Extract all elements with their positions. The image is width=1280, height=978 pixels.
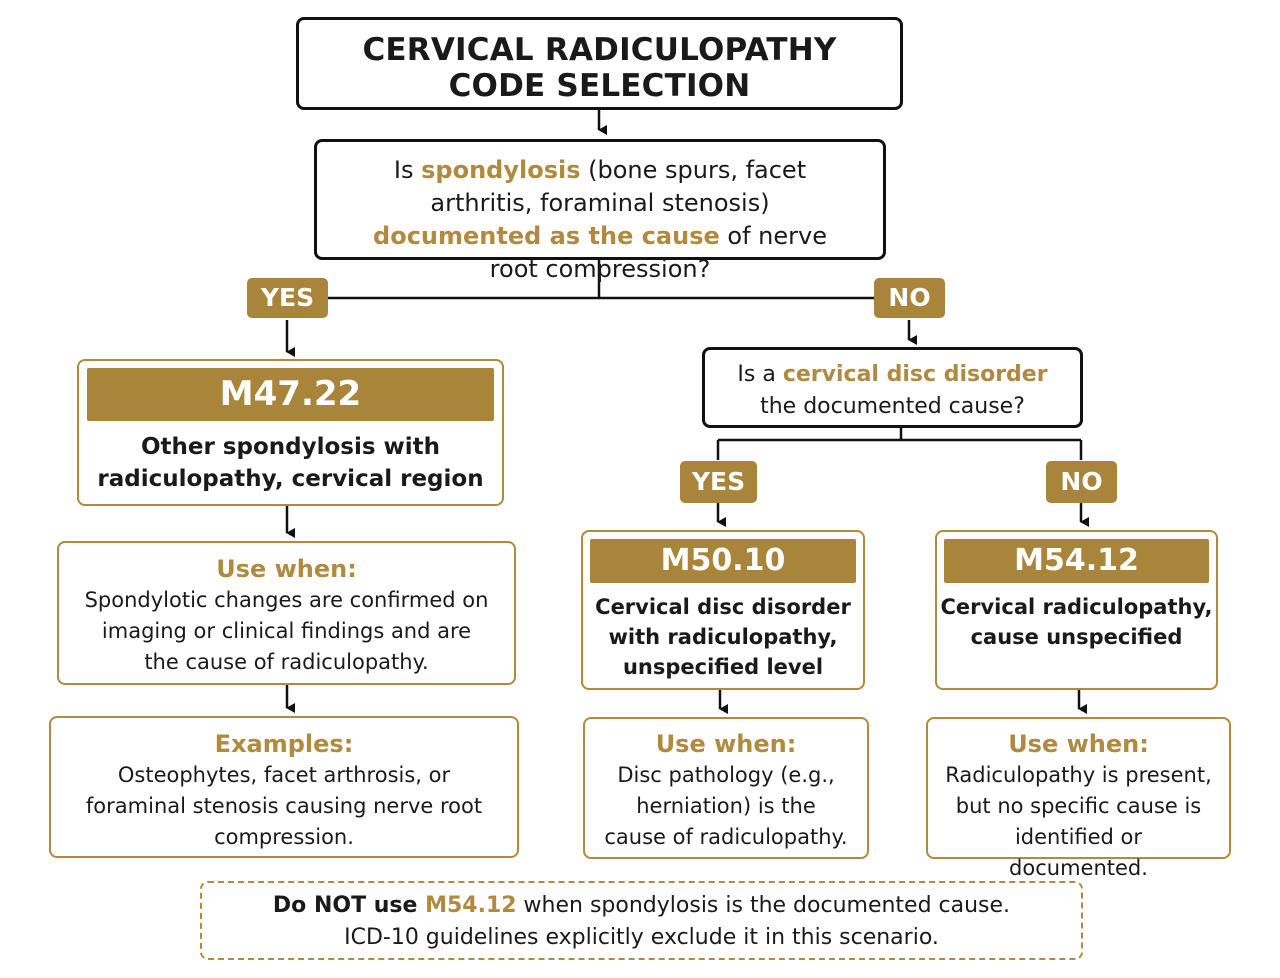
code-band-m4722: M47.22 (87, 368, 494, 421)
use-when-m5010: Use when: Disc pathology (e.g., herniati… (583, 717, 869, 859)
q1-text-2: (bone spurs, facet arthritis, foraminal … (430, 156, 807, 217)
warning-note: Do NOT use M54.12 when spondylosis is th… (200, 881, 1083, 960)
note-code: M54.12 (425, 893, 517, 918)
yes-label-q1: YES (247, 278, 328, 318)
q2-text-2: the documented cause? (760, 394, 1025, 419)
q1-text-3: of nerve root compression? (489, 222, 827, 283)
m5412-desc-line2: cause unspecified (970, 625, 1183, 649)
code-band-m5412: M54.12 (944, 539, 1209, 583)
code-box-m5412: M54.12 Cervical radiculopathy, cause uns… (935, 530, 1218, 690)
code-desc-m4722: Other spondylosis with radiculopathy, ce… (79, 431, 502, 495)
use-when-m5010-heading: Use when: (655, 730, 797, 758)
q2-text-1: Is a (737, 362, 783, 387)
examples-m4722: Examples: Osteophytes, facet arthrosis, … (49, 716, 519, 858)
no-label-q1: NO (874, 278, 945, 318)
m4722-desc-line1: Other spondylosis with (140, 434, 441, 460)
use-when-m5412: Use when: Radiculopathy is present, but … (926, 717, 1231, 880)
use-when-m4722-heading: Use when: (216, 555, 357, 583)
title-line1: CERVICAL RADICULOPATHY (362, 32, 837, 68)
m4722-desc-line2: radiculopathy, cervical region (97, 466, 484, 492)
use-when-m4722: Use when: Spondylotic changes are confir… (57, 541, 516, 685)
examples-body: Osteophytes, facet arthrosis, or foramin… (85, 763, 483, 849)
m5412-desc-line1: Cervical radiculopathy, (940, 595, 1213, 619)
m5010-desc-line2: with radiculopathy, (608, 625, 838, 649)
examples-heading: Examples: (214, 730, 354, 758)
q1-text-1: Is (393, 156, 422, 184)
use-when-m5412-heading: Use when: (1008, 730, 1149, 758)
code-band-m5010: M50.10 (590, 539, 856, 583)
m5010-desc-line3: unspecified level (622, 655, 824, 679)
question-spondylosis: Is spondylosis (bone spurs, facet arthri… (314, 139, 886, 283)
use-when-m5412-body: Radiculopathy is present, but no specifi… (945, 763, 1212, 880)
code-desc-m5010: Cervical disc disorder with radiculopath… (583, 592, 863, 682)
note-text-2: when spondylosis is the documented cause… (516, 893, 1011, 918)
m5010-desc-line1: Cervical disc disorder (595, 595, 851, 619)
q1-highlight-documented: documented as the cause (373, 222, 720, 250)
code-desc-m5412: Cervical radiculopathy, cause unspecifie… (937, 592, 1216, 652)
note-line2: ICD-10 guidelines explicitly exclude it … (344, 925, 939, 950)
title-line2: CODE SELECTION (448, 68, 751, 104)
code-box-m5010: M50.10 Cervical disc disorder with radic… (581, 530, 865, 690)
code-box-m4722: M47.22 Other spondylosis with radiculopa… (77, 359, 504, 506)
use-when-m4722-body: Spondylotic changes are confirmed on ima… (84, 588, 489, 674)
question-disc-disorder: Is a cervical disc disorder the document… (702, 347, 1083, 428)
note-text-1: Do NOT use (272, 893, 426, 918)
q1-highlight-spondylosis: spondylosis (421, 156, 581, 184)
yes-label-q2: YES (680, 461, 757, 503)
q2-highlight-disc: cervical disc disorder (782, 362, 1048, 387)
no-label-q2: NO (1046, 461, 1117, 503)
title-box: CERVICAL RADICULOPATHY CODE SELECTION (296, 17, 903, 110)
use-when-m5010-body: Disc pathology (e.g., herniation) is the… (604, 763, 848, 849)
